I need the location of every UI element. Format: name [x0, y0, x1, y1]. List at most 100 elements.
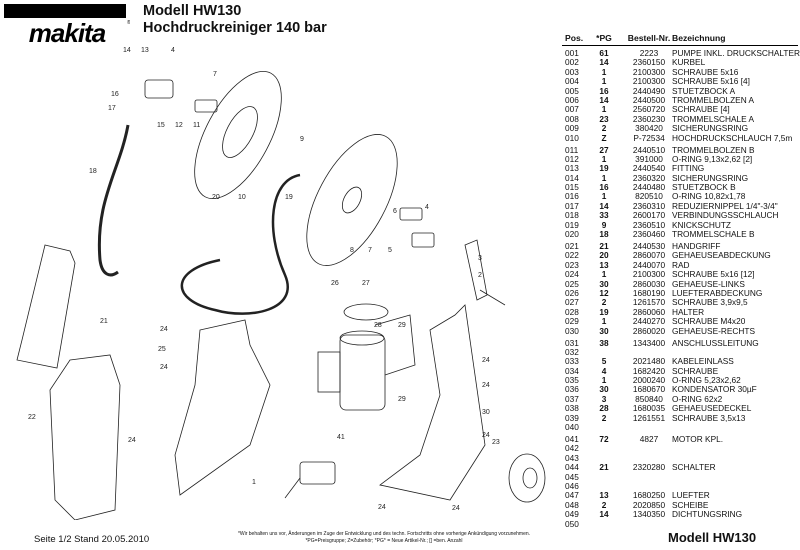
callout-30: 30 [482, 409, 490, 416]
cell-pos: 050 [565, 518, 579, 529]
cell-pos: 025 [565, 278, 579, 289]
callout-6: 6 [393, 208, 397, 215]
cell-pos: 045 [565, 471, 579, 482]
cell-pg: 33 [599, 210, 609, 221]
cell-bz: GEHAEUSEDECKEL [672, 403, 752, 414]
callout-22: 22 [28, 414, 36, 421]
cell-pg: 14 [599, 57, 609, 68]
table-row: 040 [562, 422, 798, 432]
cell-pg: 72 [599, 434, 609, 444]
cell-bz: TROMMELBOLZEN B [672, 144, 755, 155]
cell-pos: 018 [565, 210, 579, 221]
cell-nr: 4827 [639, 434, 659, 444]
col-pg: *PG [596, 33, 612, 43]
cell-pg: 1 [601, 66, 607, 77]
footer-model: Modell HW130 [668, 530, 757, 545]
cell-nr: 2100300 [632, 76, 666, 87]
cell-pos: 039 [565, 412, 579, 423]
cell-pg: 21 [599, 241, 609, 251]
cell-pg: 1 [601, 104, 607, 115]
callout-24: 24 [128, 437, 136, 444]
cell-pos: 028 [565, 306, 579, 317]
callout-41: 41 [337, 434, 345, 441]
cell-bz: SCHRAUBE [4] [672, 104, 730, 115]
callout-13: 13 [141, 47, 149, 54]
cell-bz: ANSCHLUSSLEITUNG [672, 337, 759, 348]
callout-8: 8 [350, 247, 354, 254]
callout-11: 11 [193, 122, 200, 129]
cell-pos: 029 [565, 316, 579, 327]
callout-24: 24 [378, 504, 386, 511]
cell-pos: 019 [565, 219, 579, 230]
cell-bz: HALTER [672, 306, 705, 317]
cell-bz: SCHRAUBE 5x16 [12] [672, 269, 755, 280]
cell-pg: 16 [599, 85, 609, 96]
cell-pg: 4 [601, 365, 607, 376]
cell-pos: 008 [565, 113, 579, 124]
callout-21: 21 [100, 318, 108, 325]
cell-pos: 011 [565, 144, 579, 155]
callout-10: 10 [238, 194, 246, 201]
drum-shell-b [194, 70, 282, 200]
cell-pos: 026 [565, 287, 579, 298]
svg-text:®: ® [127, 19, 130, 26]
callout-5: 5 [388, 247, 392, 254]
cell-pg: 1 [601, 153, 607, 164]
cell-pos: 030 [565, 325, 579, 336]
cell-bz: TROMMELSCHALE A [672, 113, 755, 124]
table-row: 032 [562, 346, 798, 357]
cell-pos: 020 [565, 229, 579, 240]
cell-nr: 1680670 [632, 384, 666, 395]
cell-pos: 038 [565, 403, 579, 414]
callout-28: 28 [374, 322, 382, 329]
cell-nr: 1680035 [632, 403, 666, 414]
drum-shell-a [306, 134, 398, 266]
cell-pos: 007 [565, 104, 579, 115]
cell-nr: 2440530 [632, 241, 666, 251]
cell-pos: 004 [565, 76, 579, 87]
cell-nr: 2000240 [632, 375, 666, 386]
cell-pos: 023 [565, 259, 579, 270]
cell-pos: 035 [565, 375, 579, 386]
cell-nr: 2360150 [632, 57, 666, 68]
cell-nr: 2860020 [632, 325, 666, 336]
cell-bz: O-RING 62x2 [672, 393, 723, 404]
cell-pos: 032 [565, 346, 579, 357]
cell-pg: 21 [599, 462, 609, 473]
cell-bz: HOCHDRUCKSCHLAUCH 7,5m [672, 132, 793, 143]
table-row: 046 [562, 481, 798, 491]
cell-nr: 1340350 [632, 509, 666, 520]
callout-7: 7 [368, 247, 372, 254]
callout-24: 24 [160, 326, 168, 333]
callout-3: 3 [478, 255, 482, 262]
cell-bz: SCHRAUBE 5x16 [4] [672, 76, 750, 87]
cell-pg: 1 [601, 375, 607, 386]
callout-19: 19 [285, 194, 293, 201]
cell-nr: 2360230 [632, 113, 666, 124]
cell-pos: 005 [565, 85, 579, 96]
cell-pg: 2 [601, 123, 607, 134]
callout-16: 16 [111, 91, 119, 98]
cell-bz: SICHERUNGSRING [672, 123, 749, 134]
cell-pg: 30 [599, 278, 609, 289]
cell-bz: SCHRAUBE 5x16 [672, 66, 739, 77]
